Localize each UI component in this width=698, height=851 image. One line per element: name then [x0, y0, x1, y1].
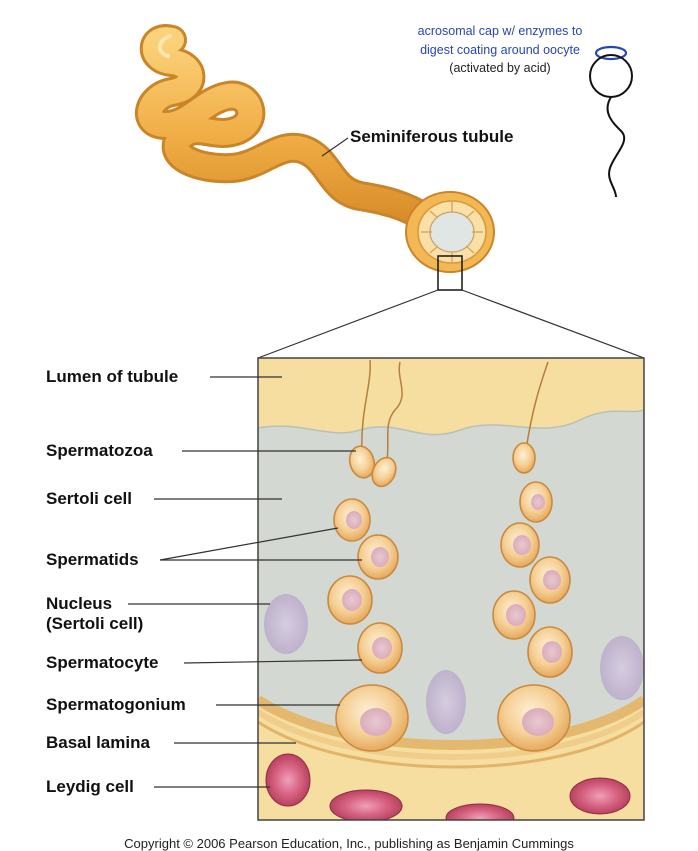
zoom-line-left: [257, 289, 439, 359]
label-sertoli-cell: Sertoli cell: [46, 489, 132, 508]
enlarged-section-frame: [257, 357, 645, 821]
annotation-line-3: (activated by acid): [449, 61, 551, 75]
label-spermatogonium: Spermatogonium: [46, 695, 186, 714]
label-lumen: Lumen of tubule: [46, 367, 179, 386]
copyright-text: Copyright © 2006 Pearson Education, Inc.…: [124, 836, 574, 851]
sperm-tail: [606, 96, 626, 198]
label-spermatozoa: Spermatozoa: [46, 441, 153, 460]
seminiferous-tubule-drawing: [135, 24, 495, 291]
tissue-section: [258, 358, 644, 820]
sertoli-nucleus: [600, 636, 644, 700]
label-nucleus: Nucleus: [46, 594, 113, 613]
label-seminiferous-tubule: Seminiferous tubule: [350, 127, 514, 146]
label-spermatocyte: Spermatocyte: [46, 653, 159, 672]
label-nucleus-sertoli: (Sertoli cell): [46, 614, 144, 633]
label-basal-lamina: Basal lamina: [46, 733, 150, 752]
label-leydig-cell: Leydig cell: [46, 777, 134, 796]
zoom-line-right: [461, 289, 645, 359]
sertoli-nucleus: [426, 670, 466, 734]
leader-lines: [128, 137, 363, 788]
annotation-line-2: digest coating around oocyte: [420, 43, 580, 57]
sperm-sketch: [589, 45, 633, 198]
acrosomal-cap: [594, 45, 628, 61]
basal-lamina-band: [258, 695, 644, 750]
label-spermatids: Spermatids: [46, 550, 139, 569]
zoom-region: [437, 255, 463, 291]
annotation-line-1: acrosomal cap w/ enzymes to: [417, 24, 583, 38]
leydig-cells: [265, 753, 631, 820]
sertoli-nucleus: [264, 594, 308, 654]
